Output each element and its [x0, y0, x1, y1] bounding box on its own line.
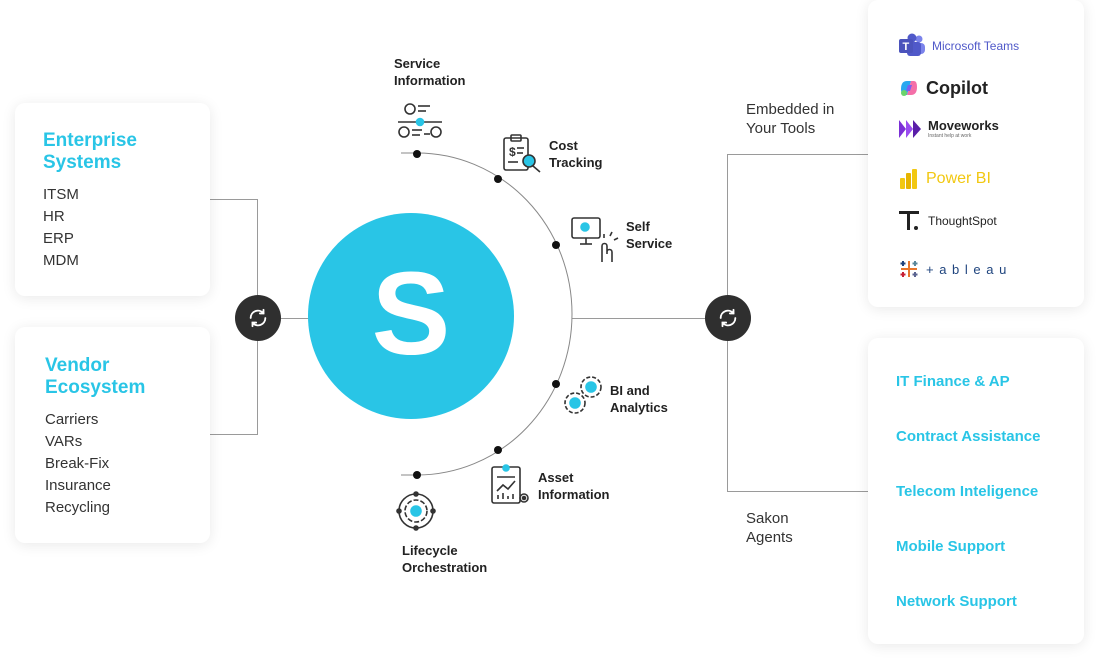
self-service-icon [571, 217, 619, 262]
microsoft-teams-icon: T [899, 33, 925, 56]
label-cost-tracking: Cost Tracking [549, 138, 603, 170]
arc-dot-asset-info [494, 446, 502, 454]
asset-information-icon [491, 464, 529, 504]
copilot-label: Copilot [926, 77, 988, 98]
agent-network-support[interactable]: Network Support [896, 593, 1017, 610]
moveworks-tagline: Instant help at work [928, 133, 972, 139]
sakon-logo-circle: S [308, 213, 514, 419]
arc-dot-bi-analytics [552, 380, 560, 388]
list-item: Carriers [45, 411, 99, 428]
tool-moveworks[interactable]: Moveworks Instant help at work [898, 118, 999, 140]
power-bi-icon [900, 169, 917, 189]
moveworks-wordmark: Moveworks Instant help at work [928, 118, 999, 140]
label-lifecycle-orchestration: Lifecycle Orchestration [402, 543, 488, 575]
list-item: VARs [45, 433, 83, 450]
list-item: Insurance [45, 477, 111, 494]
label-asset-information: Asset Information [538, 470, 610, 502]
vendor-card-title: Vendor Ecosystem [45, 355, 146, 398]
vendor-ecosystem-card: Vendor Ecosystem Carriers VARs Break-Fix… [15, 327, 210, 543]
moveworks-label: Moveworks [928, 118, 999, 133]
tableau-label: + a b l e a u [926, 261, 1008, 277]
enterprise-card-title: Enterprise Systems [43, 130, 137, 173]
sync-left-button[interactable] [235, 295, 281, 341]
connector-center-right [572, 318, 706, 319]
list-item: Break-Fix [45, 455, 110, 472]
tableau-icon [900, 261, 918, 277]
svg-text:$: $ [509, 145, 516, 159]
vendor-list: Carriers VARs Break-Fix Insurance Recycl… [45, 409, 111, 519]
list-item: ITSM [43, 186, 79, 203]
agent-mobile-support[interactable]: Mobile Support [896, 538, 1006, 555]
arc-dot-cost-tracking [494, 175, 502, 183]
enterprise-systems-card: Enterprise Systems ITSM HR ERP MDM [15, 103, 210, 296]
label-bi-analytics: BI and Analytics [610, 383, 668, 415]
arc-dot-self-service [552, 241, 560, 249]
arc-dot-service-info [413, 150, 421, 158]
agent-telecom-intelligence[interactable]: Telecom Inteligence [896, 483, 1039, 500]
connector-vendor [210, 434, 258, 435]
microsoft-teams-label: Microsoft Teams [932, 39, 1020, 53]
agents-card [868, 338, 1084, 644]
list-item: Recycling [45, 499, 111, 516]
moveworks-icon [899, 120, 921, 138]
tool-thoughtspot[interactable]: ThoughtSpot [898, 210, 997, 232]
service-information-icon [398, 103, 442, 138]
list-item: HR [43, 208, 65, 225]
agent-it-finance[interactable]: IT Finance & AP [896, 373, 1010, 390]
power-bi-label: Power BI [926, 170, 991, 187]
list-item: MDM [43, 252, 79, 269]
enterprise-list: ITSM HR ERP MDM [43, 184, 79, 272]
sakon-logo-letter: S [371, 248, 451, 380]
agent-contract-assistance[interactable]: Contract Assistance [896, 428, 1041, 445]
connector-left-to-center [280, 318, 310, 319]
connector-enterprise [210, 199, 258, 200]
tool-copilot[interactable]: Copilot [898, 77, 988, 99]
sync-right-button[interactable] [705, 295, 751, 341]
arc-dot-lifecycle [413, 471, 421, 479]
sync-icon [249, 308, 267, 328]
thoughtspot-label: ThoughtSpot [928, 214, 997, 228]
cost-tracking-icon: $ [503, 134, 541, 173]
embedded-tools-label: Embedded in Your Tools [746, 101, 835, 137]
sakon-agents-label: Sakon Agents [746, 510, 793, 546]
list-item: ERP [43, 230, 74, 247]
bi-analytics-icon [564, 376, 602, 414]
sync-icon [719, 308, 737, 328]
tool-power-bi[interactable]: Power BI [898, 168, 991, 190]
connector-agents [727, 491, 869, 492]
lifecycle-orchestration-icon [396, 491, 436, 531]
connector-tools [727, 154, 869, 155]
thoughtspot-icon [899, 211, 919, 230]
tool-microsoft-teams[interactable]: T Microsoft Teams [898, 33, 1019, 59]
tool-tableau[interactable]: + a b l e a u [898, 258, 1007, 280]
label-service-information: Service Information [394, 56, 466, 88]
copilot-icon [901, 81, 917, 96]
label-self-service: Self Service [626, 219, 673, 251]
svg-text:T: T [903, 41, 910, 53]
